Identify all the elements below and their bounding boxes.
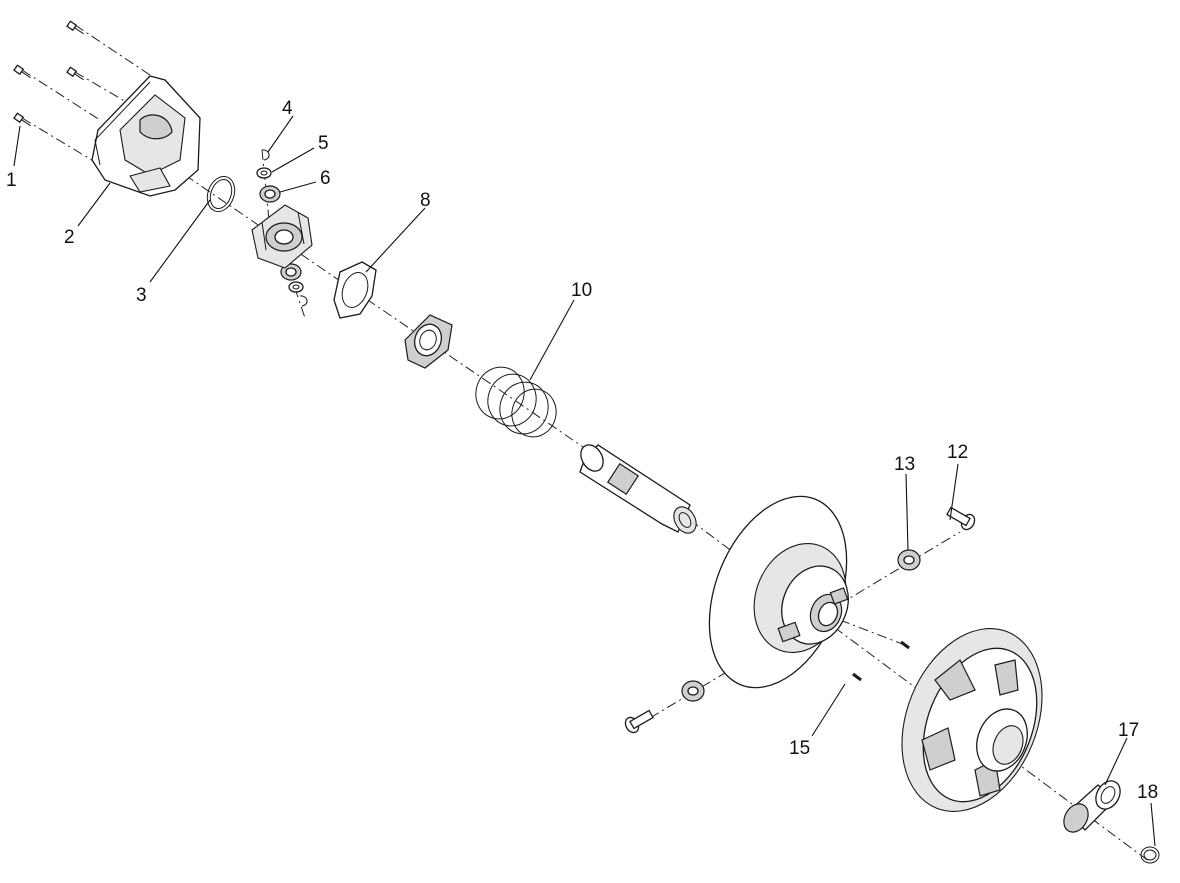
callout-17: 17 bbox=[1118, 720, 1139, 741]
washer-part bbox=[256, 167, 304, 293]
callout-10: 10 bbox=[571, 280, 592, 301]
callout-labels: 1 2 3 4 5 6 8 10 12 13 15 17 18 bbox=[6, 98, 1158, 803]
callout-4: 4 bbox=[282, 98, 293, 119]
pin-part bbox=[624, 506, 976, 734]
dowel-pin-part bbox=[852, 640, 910, 682]
cover-housing-part bbox=[91, 75, 201, 197]
callout-15: 15 bbox=[789, 738, 810, 759]
retaining-ring-part bbox=[1140, 846, 1160, 864]
snap-ring-part bbox=[206, 176, 236, 212]
callout-6: 6 bbox=[320, 168, 331, 189]
callout-18: 18 bbox=[1137, 782, 1158, 803]
callout-13: 13 bbox=[894, 454, 915, 475]
roller-part bbox=[259, 185, 302, 281]
callout-1: 1 bbox=[6, 170, 17, 191]
callout-2: 2 bbox=[64, 227, 75, 248]
callout-3: 3 bbox=[136, 285, 147, 306]
roller-bushing-part bbox=[681, 549, 921, 702]
callout-12: 12 bbox=[947, 442, 968, 463]
screw-part bbox=[13, 20, 84, 127]
spider-hub-part bbox=[251, 204, 313, 269]
callout-5: 5 bbox=[318, 133, 329, 154]
shaft-sleeve-part bbox=[579, 444, 697, 534]
callout-8: 8 bbox=[420, 190, 431, 211]
spring-part bbox=[475, 366, 557, 438]
bushing-plate-part bbox=[404, 314, 453, 369]
callout-leaders bbox=[13, 115, 1156, 847]
movable-sheave-part bbox=[708, 495, 849, 689]
fixed-sheave-part bbox=[901, 628, 1043, 812]
e-clip-part bbox=[261, 149, 308, 307]
bearing-part bbox=[1063, 780, 1121, 833]
shim-plate-part bbox=[333, 261, 377, 319]
